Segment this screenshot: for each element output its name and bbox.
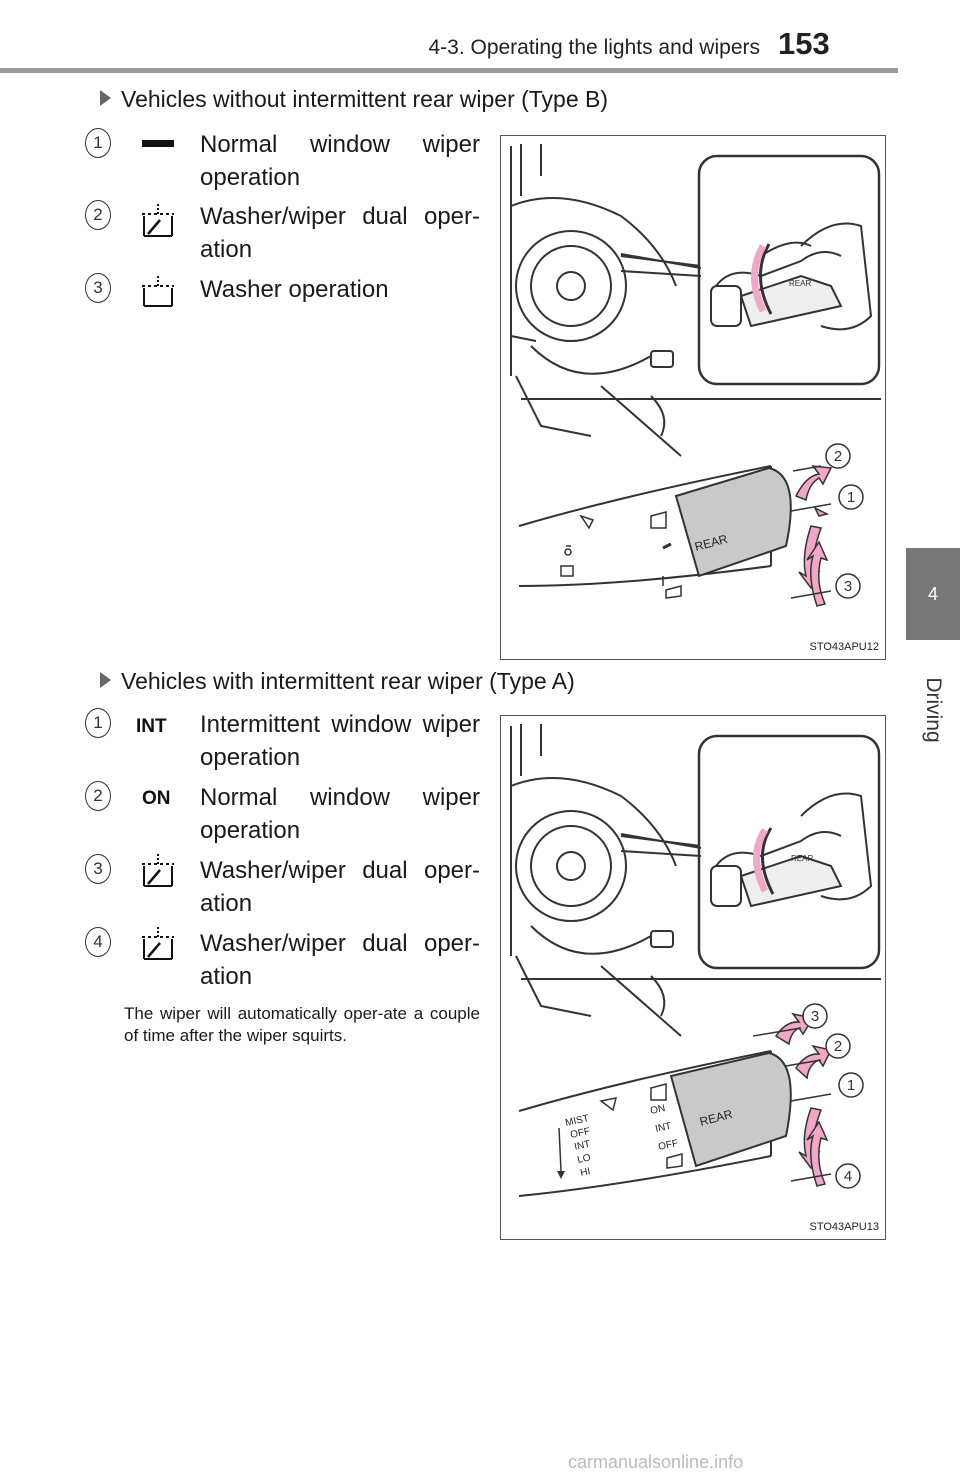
type-a-item-3-text: Washer/wiper dual oper-ation [200, 857, 480, 917]
rear-washer-icon [128, 274, 182, 314]
front-position-mist: MIST [564, 1113, 590, 1129]
type-a-note: The wiper will automatically oper-ate a … [124, 1004, 480, 1045]
callout-1: 1 [847, 1077, 855, 1094]
header-section-title: 4-3. Operating the lights and wipers [428, 36, 760, 59]
chapter-tab: 4 Driving [906, 0, 960, 1484]
inset-rear-label: REAR [789, 279, 811, 288]
watermark: carmanualsonline.info [568, 1452, 744, 1472]
page-number: 153 [778, 26, 830, 61]
type-a-item-1-number: 1 [85, 708, 111, 738]
type-a-item-4-text: Washer/wiper dual oper-ation [200, 930, 480, 990]
header-rule [0, 68, 898, 73]
front-position-off: OFF [569, 1126, 591, 1141]
type-a-item-2-number: 2 [85, 781, 111, 811]
type-a-item-3-number: 3 [85, 854, 111, 884]
callout-2: 2 [834, 1038, 842, 1055]
triangle-bullet-icon [100, 90, 111, 106]
type-a-item-4-number: 4 [85, 927, 111, 957]
inset-rear-label: REAR [791, 854, 813, 863]
int-icon: INT [136, 716, 167, 737]
callout-4: 4 [844, 1168, 852, 1185]
on-icon: ON [142, 788, 171, 809]
type-b-heading: Vehicles without intermittent rear wiper… [100, 86, 608, 113]
front-position-hi: HI [579, 1166, 591, 1179]
chapter-number: 4 [906, 548, 960, 640]
type-a-item-1-text: Intermittent window wiper operation [200, 711, 480, 771]
triangle-bullet-icon [100, 672, 111, 688]
chapter-label: Driving [922, 677, 945, 743]
figure-code: STO43APU12 [809, 641, 879, 653]
type-a-heading: Vehicles with intermittent rear wiper (T… [100, 668, 575, 695]
type-b-illustration: REAR REAR [510, 144, 881, 607]
wiper-switch-illustration-type-a: REAR REAR ON INT OFF MIST OFF INT LO HI [500, 715, 886, 1240]
type-b-item-1-text: Normal window wiper operation [200, 131, 480, 191]
front-position-lo: LO [576, 1152, 592, 1166]
rear-position-off: OFF [657, 1138, 679, 1153]
type-b-item-3-text: Washer operation [200, 276, 389, 303]
front-position-int: INT [573, 1139, 591, 1153]
solid-bar-icon [128, 132, 182, 172]
type-b-item-2-number: 2 [85, 200, 111, 230]
type-b-item-3-number: 3 [85, 273, 111, 303]
callout-2: 2 [834, 448, 842, 465]
type-b-item-1-number: 1 [85, 128, 111, 158]
type-a-item-2-text: Normal window wiper operation [200, 784, 480, 844]
wiper-switch-illustration-type-b: REAR REAR [500, 135, 886, 660]
washer-wiper-icon [128, 852, 182, 892]
callout-3: 3 [811, 1008, 819, 1025]
type-b-item-2-text: Washer/wiper dual oper-ation [200, 203, 480, 263]
callout-3: 3 [844, 578, 852, 595]
rear-position-int: INT [654, 1121, 672, 1135]
type-a-illustration: REAR REAR ON INT OFF MIST OFF INT LO HI [510, 724, 881, 1197]
washer-wiper-icon [128, 202, 182, 242]
washer-wiper-icon [128, 925, 182, 965]
rear-position-on: ON [649, 1103, 666, 1117]
callout-1: 1 [847, 489, 855, 506]
figure-code: STO43APU13 [809, 1221, 879, 1233]
